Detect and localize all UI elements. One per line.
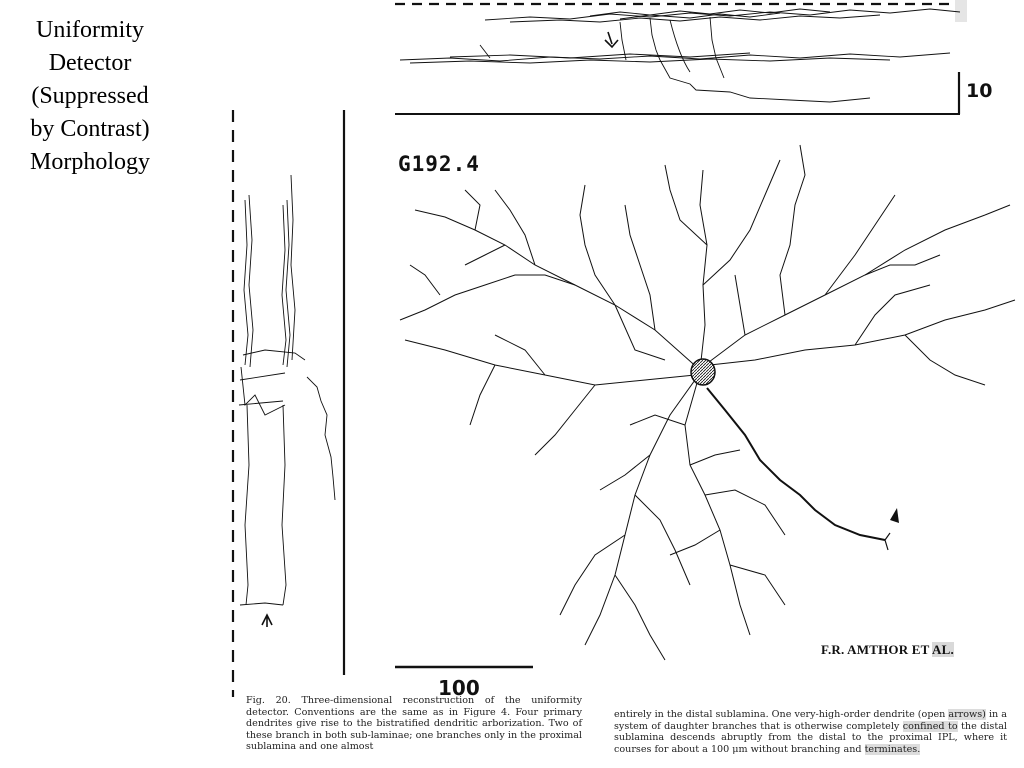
caption-right-c: the distal sublamina descends abruptly f… [614, 720, 1007, 755]
side-view-left-panel [231, 110, 346, 697]
arrowhead-marker [890, 508, 899, 523]
title-line: Morphology [30, 149, 150, 175]
caption-right-b: in a system of daughter branches that is… [614, 709, 1007, 732]
title-line: (Suppressed [31, 83, 149, 109]
side-view-top-panel [395, 0, 967, 115]
soma [690, 358, 716, 386]
cell-id-label: G192.4 [398, 152, 480, 176]
open-arrow-top [604, 31, 619, 49]
side-view-left-dendrites [238, 174, 336, 606]
title-line: Detector [48, 50, 132, 76]
descending-axon-dendrite [706, 387, 886, 541]
caption-highlight-confined: confined to [902, 720, 958, 732]
caption-right-a: entirely in the distal sublamina. One ve… [614, 709, 949, 720]
byline-highlight: AL. [932, 642, 954, 657]
figure-caption-left: Fig. 20. Three-dimensional reconstructio… [246, 695, 582, 753]
dendrite-branches [399, 144, 1016, 661]
side-view-dendrites [399, 8, 961, 103]
author-byline: F.R. AMTHOR ET AL. [821, 642, 954, 658]
title-line: by Contrast) [30, 116, 150, 142]
scale-label-100: 100 [438, 676, 480, 700]
caption-highlight-arrows: arrows) [948, 709, 986, 720]
byline-main: F.R. AMTHOR ET [821, 642, 932, 657]
open-arrow-left [261, 613, 273, 627]
figure-caption-right: entirely in the distal sublamina. One ve… [614, 709, 1007, 755]
caption-highlight-terminates: terminates. [864, 743, 921, 755]
slide-title: Uniformity Detector (Suppressed by Contr… [6, 14, 174, 179]
scale-label-10: 10 [966, 80, 993, 102]
descending-axon-end [884, 532, 891, 551]
title-line: Uniformity [36, 17, 144, 43]
dendritic-tree-drawing [395, 144, 1016, 669]
